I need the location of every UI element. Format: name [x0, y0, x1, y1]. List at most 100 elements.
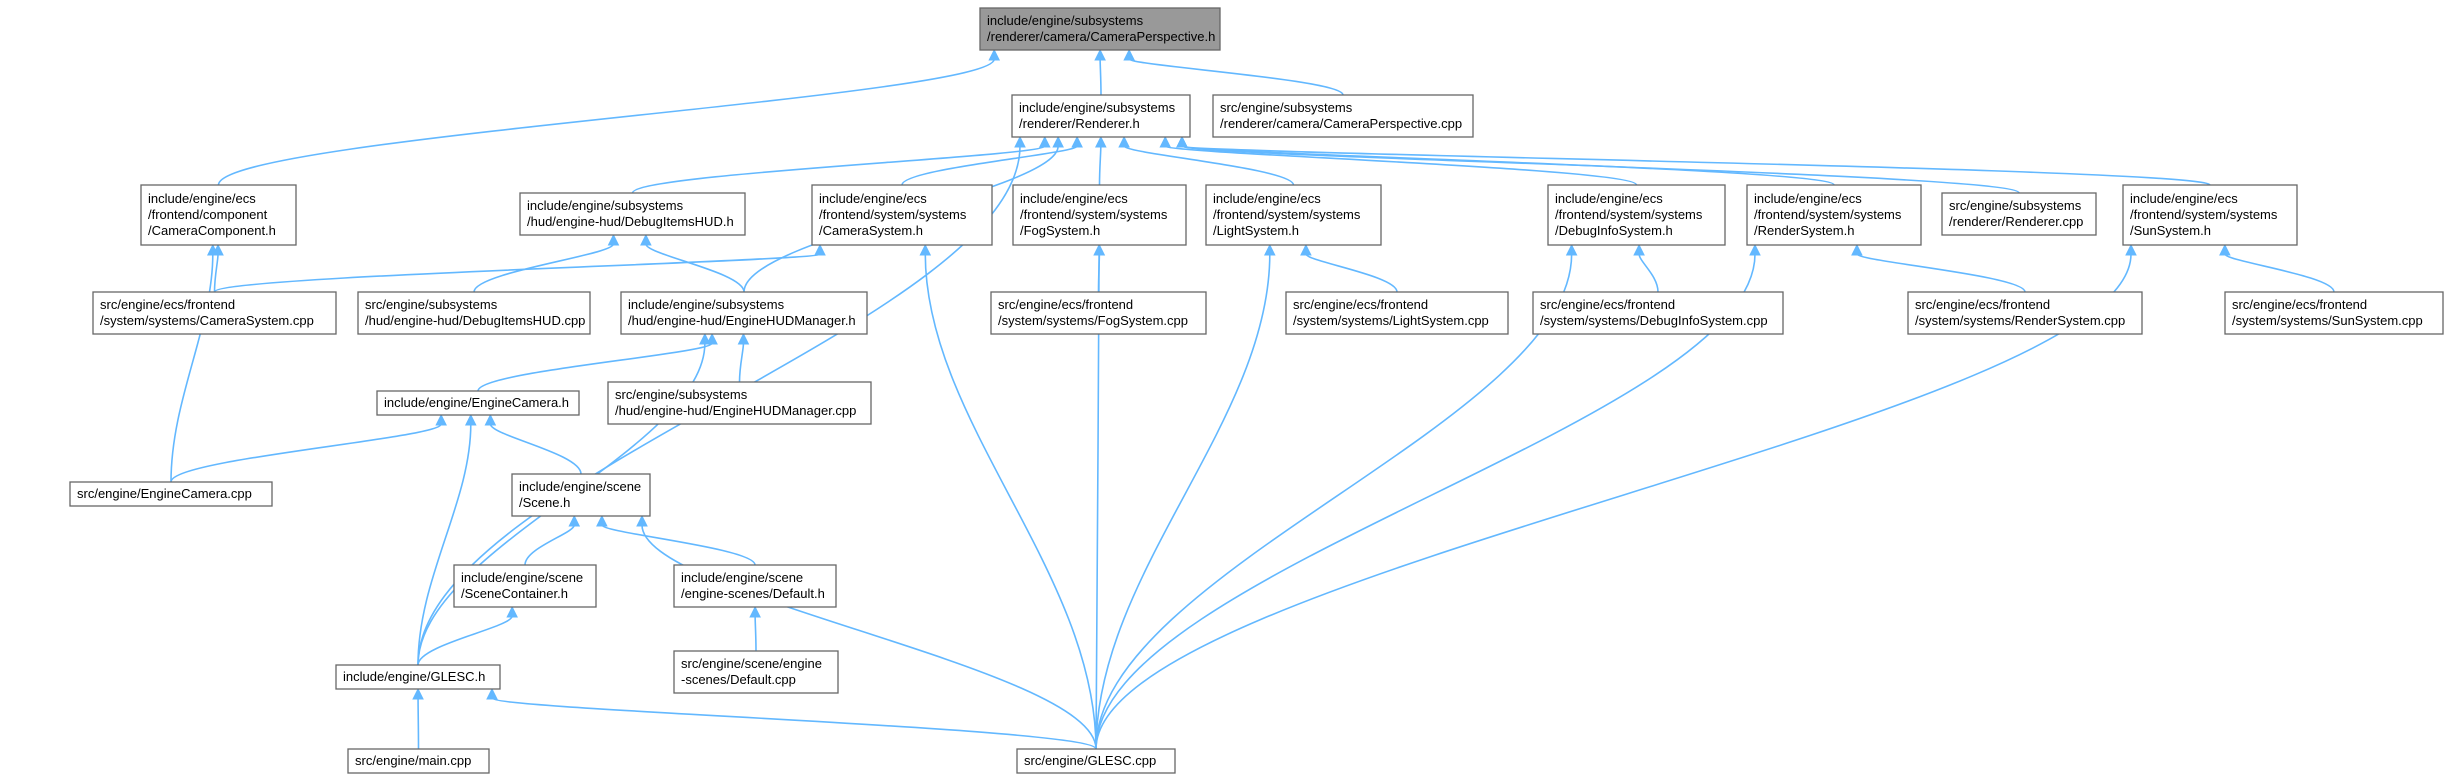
node-renderer-h[interactable]: include/engine/subsystems/renderer/Rende… — [1011, 94, 1191, 138]
node-fogsys-h[interactable]: include/engine/ecs/frontend/system/syste… — [1012, 184, 1187, 246]
node-box[interactable] — [1547, 184, 1726, 246]
edge-line — [1638, 253, 1659, 293]
edge-line — [217, 58, 996, 186]
node-sunsys-h[interactable]: include/engine/ecs/frontend/system/syste… — [2122, 184, 2298, 246]
node-box[interactable] — [1212, 94, 1474, 138]
node-scenecont-h[interactable]: include/engine/scene/SceneContainer.h — [453, 564, 597, 608]
node-box[interactable] — [1746, 184, 1922, 246]
node-glesc-cpp[interactable]: src/engine/GLESC.cpp — [1016, 748, 1176, 774]
node-default-h[interactable]: include/engine/scene/engine-scenes/Defau… — [673, 564, 837, 608]
node-box[interactable] — [357, 291, 591, 335]
node-box[interactable] — [1012, 184, 1187, 246]
arrowhead — [814, 243, 826, 256]
node-box[interactable] — [347, 748, 490, 774]
node-box[interactable] — [1285, 291, 1509, 335]
node-debughud-cpp[interactable]: src/engine/subsystems/hud/engine-hud/Deb… — [357, 291, 591, 335]
node-box[interactable] — [1907, 291, 2143, 335]
node-box[interactable] — [990, 291, 1207, 335]
node-renderer-cpp[interactable]: src/engine/subsystems/renderer/Renderer.… — [1941, 192, 2097, 236]
node-box[interactable] — [1016, 748, 1176, 774]
node-label-line: /system/systems/SunSystem.cpp — [2232, 313, 2423, 328]
node-box[interactable] — [2224, 291, 2444, 335]
edge-line — [477, 342, 713, 392]
node-box[interactable] — [1011, 94, 1191, 138]
node-camsys-h[interactable]: include/engine/ecs/frontend/system/syste… — [811, 184, 993, 246]
node-hudmgr-cpp[interactable]: src/engine/subsystems/hud/engine-hud/Eng… — [607, 381, 872, 425]
node-glesc-h[interactable]: include/engine/GLESC.h — [335, 664, 501, 690]
node-debuginfo-cpp[interactable]: src/engine/ecs/frontend/system/systems/D… — [1532, 291, 1784, 335]
node-scene-h[interactable]: include/engine/scene/Scene.h — [511, 473, 651, 517]
node-label-line: src/engine/main.cpp — [355, 753, 471, 768]
node-label-line: /renderer/camera/CameraPerspective.cpp — [1220, 116, 1462, 131]
node-hudmgr-h[interactable]: include/engine/subsystems/hud/engine-hud… — [620, 291, 868, 335]
node-box[interactable] — [140, 184, 297, 246]
edge-enginecam_h-to-hudmgr_h — [477, 332, 718, 392]
node-label-line: include/engine/ecs — [1754, 191, 1862, 206]
node-enginecam-cpp[interactable]: src/engine/EngineCamera.cpp — [69, 481, 273, 507]
node-box[interactable] — [511, 473, 651, 517]
edge-hudmgr_h-to-debughud_h — [640, 233, 745, 293]
node-rendersys-cpp[interactable]: src/engine/ecs/frontend/system/systems/R… — [1907, 291, 2143, 335]
node-fogsys-cpp[interactable]: src/engine/ecs/frontend/system/systems/F… — [990, 291, 1207, 335]
arrowhead — [699, 332, 711, 345]
arrowhead — [1565, 243, 1578, 256]
node-box[interactable] — [453, 564, 597, 608]
edge-debuginfo_cpp-to-debuginfo_h — [1633, 243, 1659, 293]
node-enginecam-h[interactable]: include/engine/EngineCamera.h — [376, 390, 580, 416]
node-label-line: /FogSystem.h — [1020, 223, 1100, 238]
node-box[interactable] — [607, 381, 872, 425]
edge-line — [1098, 145, 1102, 186]
edge-line — [417, 615, 513, 666]
edge-debughud_h-to-renderer_h — [631, 135, 1051, 194]
edge-line — [641, 524, 1097, 750]
edge-rendersys_h-to-renderer_h — [1176, 135, 1835, 186]
edge-default_cpp-to-default_h — [749, 605, 761, 652]
node-debughud-h[interactable]: include/engine/subsystems/hud/engine-hud… — [519, 192, 746, 236]
node-main-cpp[interactable]: src/engine/main.cpp — [347, 748, 490, 774]
arrowhead — [1263, 243, 1276, 256]
node-camcomp-h[interactable]: include/engine/ecs/frontend/component/Ca… — [140, 184, 297, 246]
node-label-line: /SunSystem.h — [2130, 223, 2211, 238]
node-box[interactable] — [811, 184, 993, 246]
node-root: include/engine/subsystems/renderer/camer… — [979, 7, 1221, 51]
node-box[interactable] — [620, 291, 868, 335]
node-camsys-cpp[interactable]: src/engine/ecs/frontend/system/systems/C… — [92, 291, 337, 335]
edge-line — [473, 243, 615, 293]
node-label-line: include/engine/subsystems — [1019, 100, 1176, 115]
node-box[interactable] — [1532, 291, 1784, 335]
node-box[interactable] — [376, 390, 580, 416]
arrowhead — [484, 413, 497, 426]
node-box[interactable] — [673, 564, 837, 608]
node-box[interactable] — [69, 481, 273, 507]
node-box[interactable] — [1941, 192, 2097, 236]
edge-enginecam_cpp-to-enginecam_h — [170, 413, 447, 483]
node-label-line: /system/systems/LightSystem.cpp — [1293, 313, 1489, 328]
node-box[interactable] — [673, 650, 839, 694]
node-label-line: include/engine/scene — [681, 570, 803, 585]
node-label-line: /hud/engine-hud/EngineHUDManager.h — [628, 313, 856, 328]
edge-line — [1856, 253, 2026, 293]
edge-glesc_h-to-scenecont_h — [417, 605, 518, 666]
node-rendersys-h[interactable]: include/engine/ecs/frontend/system/syste… — [1746, 184, 1922, 246]
edge-camsys_cpp-to-camsys_h — [213, 243, 826, 293]
node-sunsys-cpp[interactable]: src/engine/ecs/frontend/system/systems/S… — [2224, 291, 2444, 335]
edge-camcomp_h-to-root — [217, 48, 1001, 186]
edge-scenecont_h-to-scene_h — [524, 514, 581, 566]
arrowhead — [596, 514, 608, 527]
node-lightsys-h[interactable]: include/engine/ecs/frontend/system/syste… — [1205, 184, 1382, 246]
node-campersp-cpp[interactable]: src/engine/subsystems/renderer/camera/Ca… — [1212, 94, 1474, 138]
arrowhead — [1851, 243, 1863, 256]
node-label-line: /renderer/Renderer.h — [1019, 116, 1140, 131]
node-lightsys-cpp[interactable]: src/engine/ecs/frontend/system/systems/L… — [1285, 291, 1509, 335]
node-label-line: include/engine/GLESC.h — [343, 669, 485, 684]
node-box[interactable] — [335, 664, 501, 690]
node-label-line: /DebugInfoSystem.h — [1555, 223, 1673, 238]
node-label-line: /frontend/system/systems — [2130, 207, 2278, 222]
node-box[interactable] — [519, 192, 746, 236]
node-default-cpp[interactable]: src/engine/scene/engine-scenes/Default.c… — [673, 650, 839, 694]
node-box[interactable] — [92, 291, 337, 335]
node-debuginfo-h[interactable]: include/engine/ecs/frontend/system/syste… — [1547, 184, 1726, 246]
node-box[interactable] — [2122, 184, 2298, 246]
node-label-line: /Scene.h — [519, 495, 570, 510]
node-box[interactable] — [1205, 184, 1382, 246]
